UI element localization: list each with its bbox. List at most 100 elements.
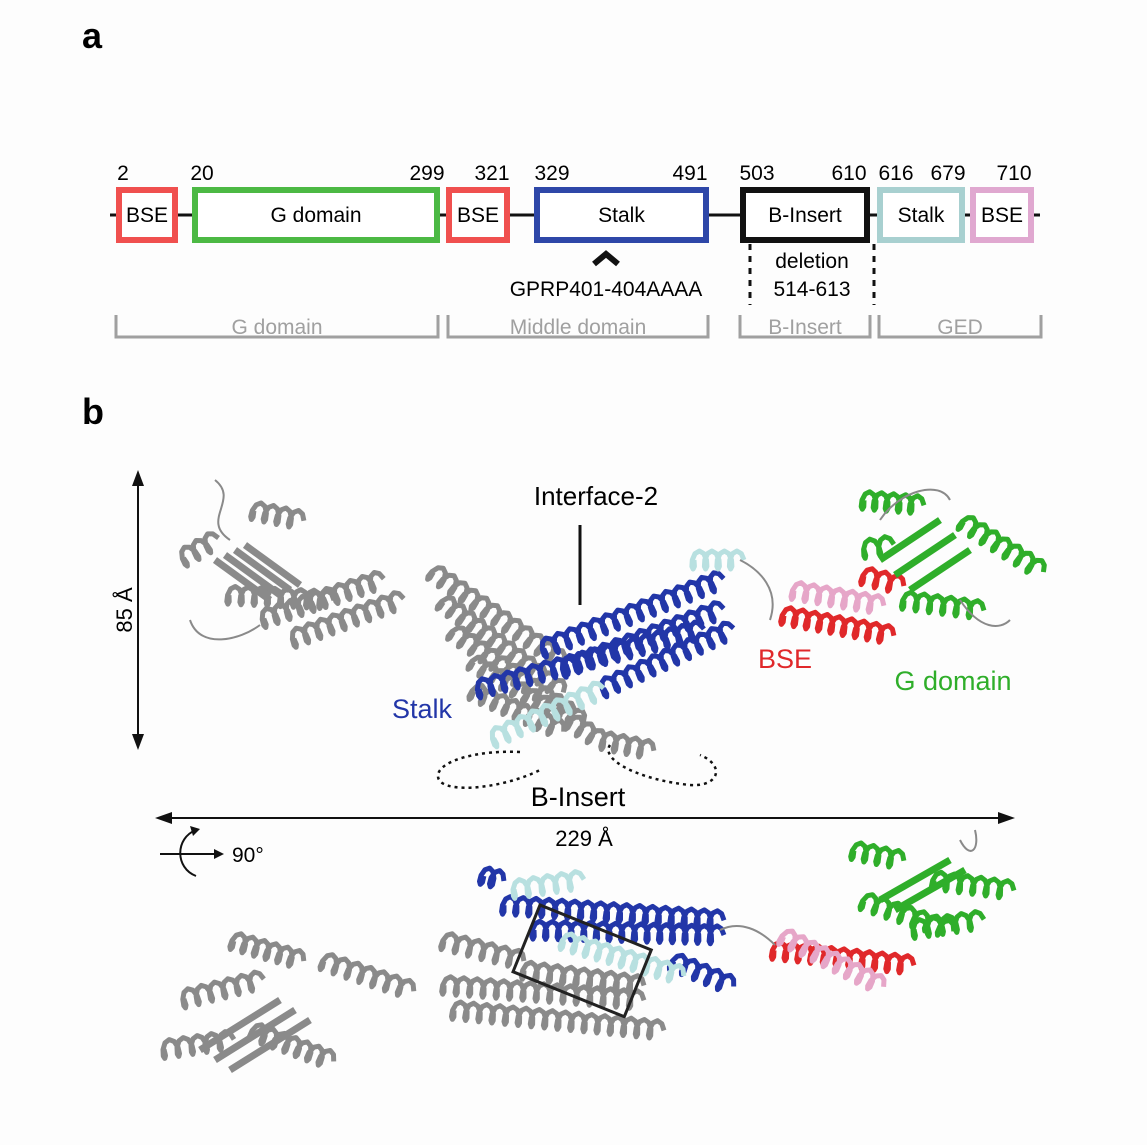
residue-number: 321 [474, 162, 509, 185]
g-domain-helix [858, 489, 927, 516]
g-domain-helix [898, 589, 987, 621]
domain-box-label: G domain [270, 204, 361, 227]
residue-number: 2 [117, 162, 129, 185]
g-domain-helix [955, 515, 1047, 575]
domain-box-bse [446, 187, 510, 243]
beta-strand [232, 547, 293, 593]
rotation-label: 90° [232, 844, 264, 867]
beta-strand [213, 1007, 297, 1063]
residue-number: 503 [739, 162, 774, 185]
stalk-light-helix [510, 869, 587, 901]
coil [879, 488, 1011, 627]
domain-box-g-domain [192, 187, 440, 243]
beta-strand [242, 542, 303, 588]
panel-a-label: a [82, 15, 103, 56]
helix [180, 969, 266, 1011]
residue-number: 710 [996, 162, 1031, 185]
width-label: 229 Å [555, 826, 613, 851]
deletion-label: deletion [775, 250, 849, 273]
domain-box-label: Stalk [898, 204, 945, 227]
helix [227, 931, 307, 969]
interface-2-label: Interface-2 [534, 481, 658, 511]
interface-box [511, 903, 654, 1019]
g-domain-label: G domain [894, 666, 1011, 696]
rotation-icon [160, 826, 224, 877]
region-bracket [446, 315, 710, 339]
beta-strand [222, 552, 283, 598]
residue-number: 679 [930, 162, 965, 185]
g-domain-helix [848, 840, 907, 870]
coil [739, 559, 774, 621]
stalk-light-helix [489, 680, 606, 750]
bse-helix [858, 566, 907, 594]
deletion-range: 514-613 [773, 278, 850, 301]
residue-number: 20 [190, 162, 213, 185]
mutation-label: GPRP401-404AAAA [510, 278, 703, 301]
stalk-helix [499, 894, 727, 931]
beta-strand [893, 532, 957, 578]
residue-number: 299 [409, 162, 444, 185]
region-label: Middle domain [510, 316, 647, 339]
beta-strand [198, 997, 282, 1053]
region-bracket [114, 315, 440, 339]
coil [189, 479, 261, 641]
panel-b-label: b [82, 391, 104, 432]
domain-box-stalk [877, 187, 965, 243]
beta-strand [878, 517, 942, 563]
stalk-helix [666, 952, 737, 993]
helix [598, 730, 657, 760]
b-insert-loop-right [607, 744, 718, 787]
helix [317, 952, 417, 998]
height-label: 85 Å [112, 587, 137, 633]
region-bracket [877, 315, 1043, 339]
domain-box-label: Stalk [598, 204, 645, 227]
stalk-light-helix [689, 548, 747, 572]
helix [248, 500, 307, 530]
bse-pink-helix [788, 580, 887, 615]
domain-box-bse [970, 187, 1034, 243]
helix [438, 931, 527, 969]
region-label: B-Insert [768, 316, 842, 339]
domain-box-b-insert [740, 187, 870, 243]
helix [259, 570, 386, 630]
helix [160, 1029, 237, 1061]
residue-number: 491 [672, 162, 707, 185]
helix [179, 531, 220, 569]
stalk-helix [474, 619, 706, 701]
beta-strand [908, 547, 972, 593]
width-arrow [155, 812, 1015, 824]
g-domain-helix [861, 534, 896, 561]
bse-label: BSE [758, 644, 812, 674]
stalk-helix [477, 865, 507, 890]
region-label: GED [937, 316, 983, 339]
residue-number: 616 [878, 162, 913, 185]
g-domain-helix [910, 909, 987, 941]
domain-box-label: BSE [457, 204, 499, 227]
region-label: G domain [231, 316, 322, 339]
b-insert-loop-left [436, 750, 541, 789]
stalk-light-helix [557, 931, 687, 984]
helix [439, 974, 647, 1011]
stalk-helix [539, 570, 726, 660]
helix [449, 999, 667, 1041]
region-bracket [738, 315, 872, 339]
stalk-helix [599, 620, 736, 700]
height-arrow [132, 470, 144, 750]
b-insert-label: B-Insert [531, 782, 626, 812]
residue-number: 329 [534, 162, 569, 185]
domain-box-bse [116, 187, 178, 243]
domain-box-label: BSE [981, 204, 1023, 227]
beta-strand [212, 557, 273, 603]
stalk-helix [529, 918, 727, 947]
helix [466, 683, 567, 737]
helix [289, 590, 406, 650]
domain-box-label: B-Insert [768, 204, 842, 227]
helix [518, 959, 647, 996]
bse-helix [778, 605, 897, 645]
beta-strand [893, 866, 967, 914]
beta-strand [228, 1017, 312, 1073]
bse-pink-helix [776, 928, 887, 992]
domain-box-label: BSE [126, 204, 168, 227]
domain-box-stalk [534, 187, 709, 243]
